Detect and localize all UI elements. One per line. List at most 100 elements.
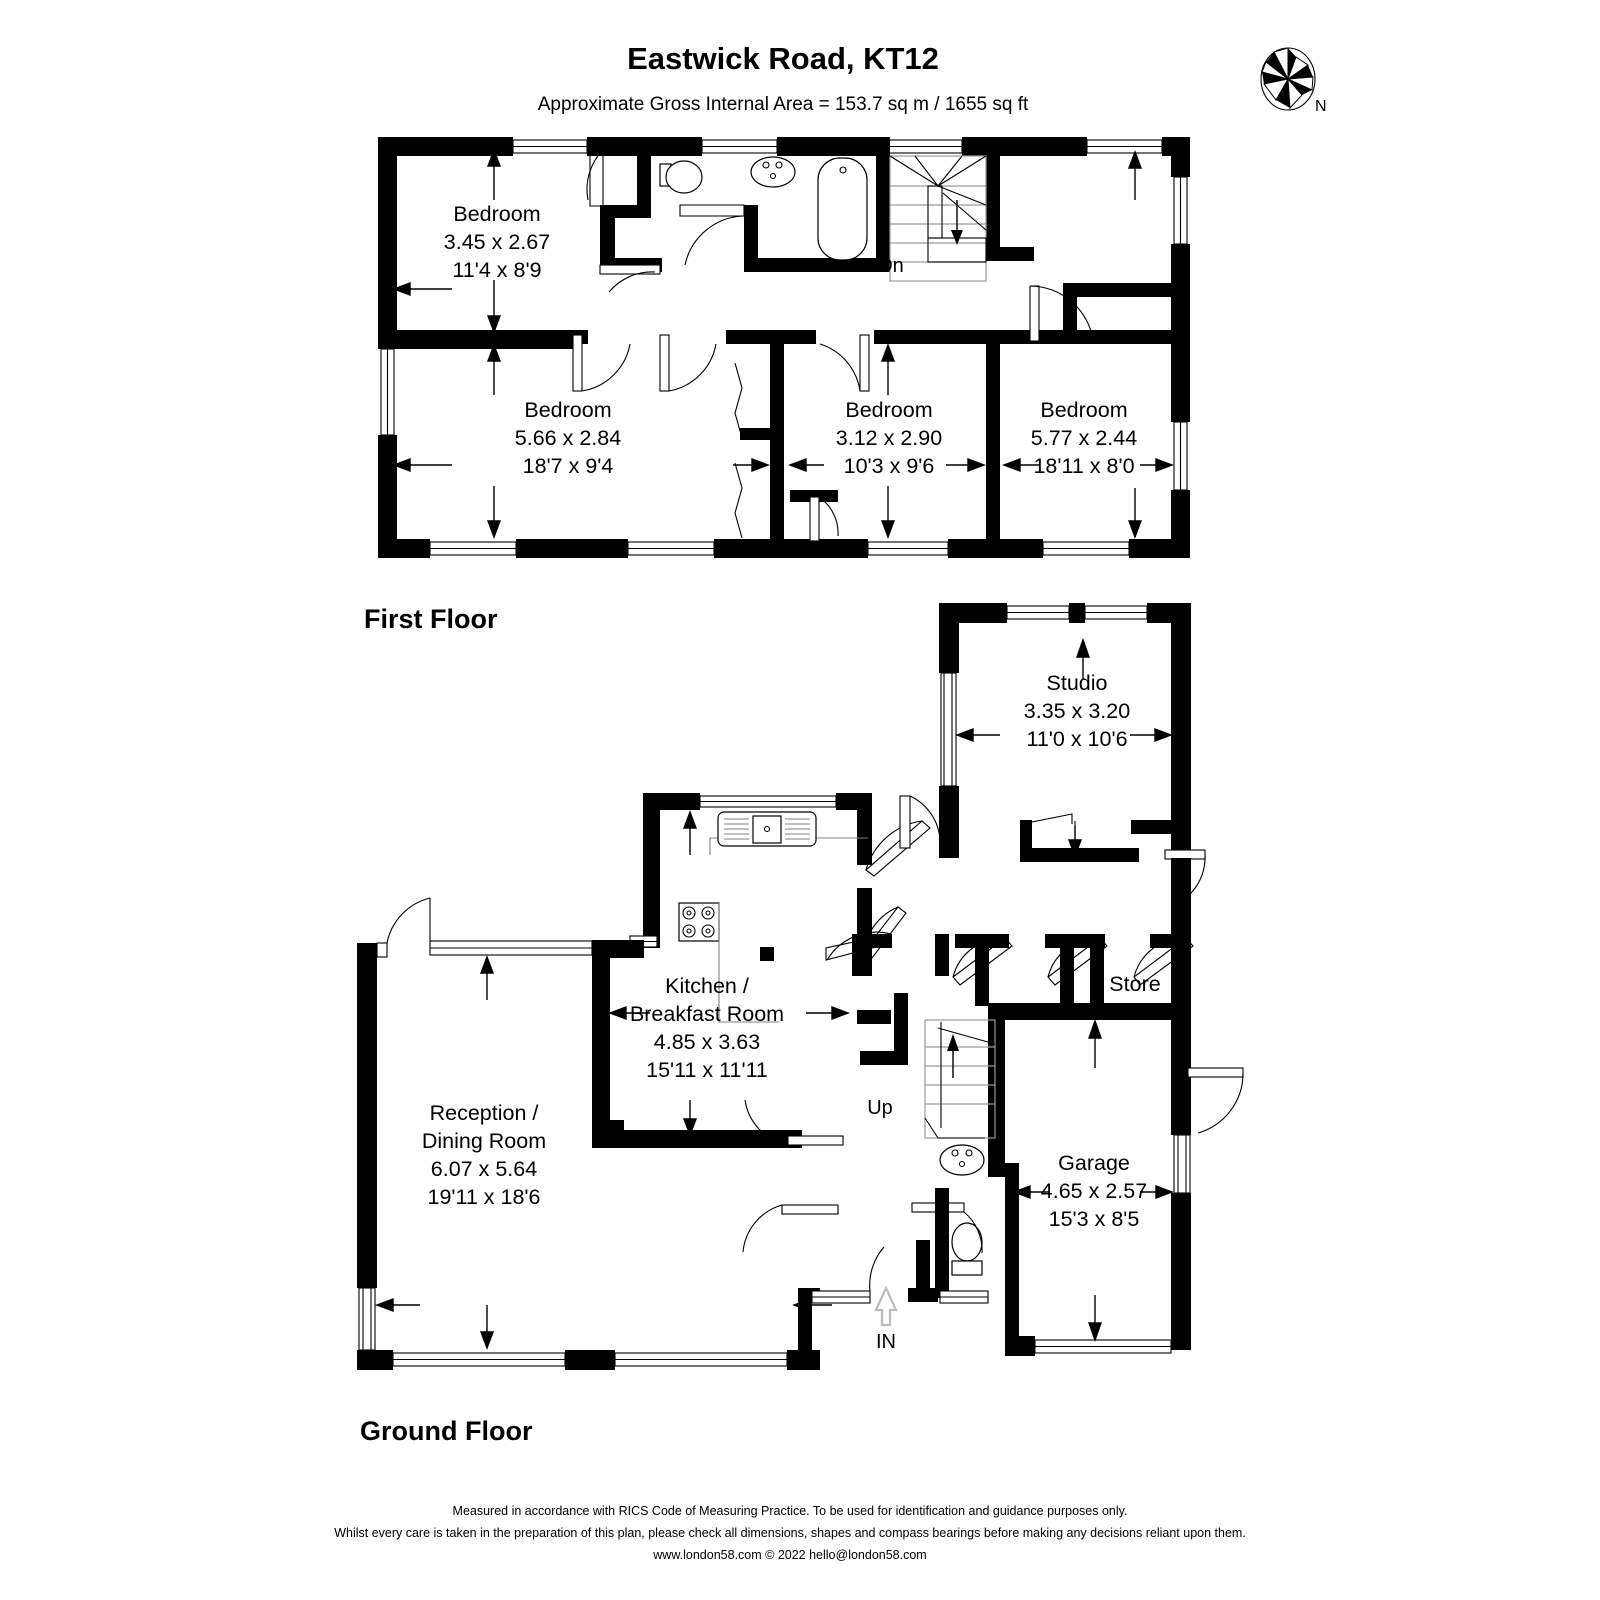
wall-segment — [1020, 848, 1139, 862]
toilet-icon — [659, 160, 703, 194]
room-label-kitchen: Kitchen / Breakfast Room 4.85 x 3.63 15'… — [630, 974, 784, 1082]
basin-icon — [750, 156, 796, 188]
wall-segment — [935, 934, 949, 976]
window — [940, 672, 957, 787]
dimension-arrow — [1012, 1018, 1174, 1343]
room-name: Reception / — [430, 1101, 539, 1125]
wall-segment — [962, 137, 1087, 156]
compass-north-label: N — [1315, 98, 1327, 115]
ground-floor-plan: Studio 3.35 x 3.20 11'0 x 10'6 — [357, 603, 1244, 1370]
door — [899, 795, 941, 849]
room-dim-metric: 4.85 x 3.63 — [654, 1030, 760, 1054]
room-dim-metric: 4.65 x 2.57 — [1041, 1179, 1147, 1203]
room-dim-metric: 6.07 x 5.64 — [431, 1157, 537, 1181]
wall-segment — [1069, 603, 1085, 623]
wall-segment — [740, 428, 772, 440]
wall-segment — [894, 993, 908, 1051]
window — [699, 795, 837, 808]
window — [1042, 541, 1130, 556]
wall-segment — [986, 247, 1034, 261]
window — [1173, 1134, 1191, 1194]
room-name-2: Dining Room — [422, 1129, 546, 1153]
page-subtitle: Approximate Gross Internal Area = 153.7 … — [538, 94, 1029, 115]
first-floor-plan: Dn — [378, 137, 1190, 558]
door — [659, 334, 717, 392]
wall-segment — [857, 888, 872, 934]
wall-segment — [770, 344, 784, 558]
room-name: Studio — [1047, 671, 1108, 695]
door — [809, 496, 839, 542]
door — [1133, 937, 1194, 986]
room-name: Bedroom — [453, 202, 540, 226]
wall-segment — [1171, 858, 1191, 1033]
wall-segment — [939, 786, 959, 858]
garage-door — [1034, 1339, 1172, 1354]
room-dim-imperial: 18'7 x 9'4 — [523, 454, 614, 478]
wall-segment — [1020, 820, 1032, 852]
footer-line-3: www.london58.com © 2022 hello@london58.c… — [652, 1548, 926, 1562]
window — [939, 1290, 989, 1304]
dimension-arrow — [392, 148, 1174, 539]
dimension-arrow — [955, 637, 1173, 858]
wall-segment — [777, 137, 887, 156]
window — [1173, 176, 1188, 245]
wall-segment — [378, 435, 397, 558]
column — [760, 947, 774, 961]
hob-icon — [678, 902, 720, 942]
wall-segment — [600, 205, 615, 270]
door — [1047, 937, 1108, 986]
room-label-bedroom-3: Bedroom 3.12 x 2.90 10'3 x 9'6 — [836, 398, 942, 478]
door — [742, 1204, 839, 1253]
wc-toilet-icon — [951, 1222, 983, 1276]
front-door — [811, 1246, 885, 1304]
room-dim-metric: 5.66 x 2.84 — [515, 426, 621, 450]
wall-segment — [876, 137, 890, 272]
room-name: Bedroom — [524, 398, 611, 422]
wall-segment — [939, 603, 1007, 623]
wall-segment — [1063, 283, 1176, 297]
wall-segment — [516, 539, 628, 558]
room-name: Store — [1109, 972, 1160, 996]
room-dim-imperial: 10'3 x 9'6 — [844, 454, 935, 478]
room-dim-imperial: 11'4 x 8'9 — [452, 258, 541, 282]
room-dim-imperial: 11'0 x 10'6 — [1026, 727, 1127, 751]
window — [512, 139, 588, 154]
room-name: Bedroom — [845, 398, 932, 422]
window — [429, 541, 517, 556]
wall-segment — [1129, 539, 1190, 558]
wall-segment — [1171, 1020, 1191, 1135]
room-dim-imperial: 15'3 x 8'5 — [1049, 1207, 1140, 1231]
window — [1084, 605, 1148, 620]
entrance-label: IN — [876, 1331, 896, 1353]
wall-segment — [357, 943, 377, 1288]
wall-segment — [787, 1350, 820, 1370]
room-name: Kitchen / — [665, 974, 749, 998]
window — [867, 541, 949, 556]
wall-segment — [744, 258, 890, 272]
wall-segment — [986, 344, 1000, 558]
counter-line — [718, 903, 779, 1023]
wall-segment — [790, 490, 838, 502]
room-label-garage: Garage 4.65 x 2.57 15'3 x 8'5 — [1041, 1151, 1147, 1231]
window — [886, 139, 963, 154]
wall-segment — [1131, 820, 1191, 834]
window — [627, 541, 715, 556]
room-name: Garage — [1058, 1151, 1130, 1175]
wall-segment — [565, 1350, 615, 1370]
wall-segment — [378, 137, 513, 156]
wall-segment — [1171, 1193, 1191, 1350]
wall-segment — [857, 1010, 891, 1024]
wall-segment — [857, 793, 872, 865]
wall-segment — [916, 1240, 930, 1302]
wall-segment — [935, 1188, 949, 1298]
wall-segment — [378, 539, 430, 558]
window — [614, 1352, 788, 1367]
room-dim-metric: 5.77 x 2.44 — [1031, 426, 1137, 450]
window — [1006, 605, 1070, 620]
first-floor-label: First Floor — [364, 604, 498, 634]
wall-segment — [988, 1003, 1005, 1163]
door — [679, 204, 745, 266]
wall-segment — [798, 1288, 812, 1350]
door — [586, 149, 604, 207]
